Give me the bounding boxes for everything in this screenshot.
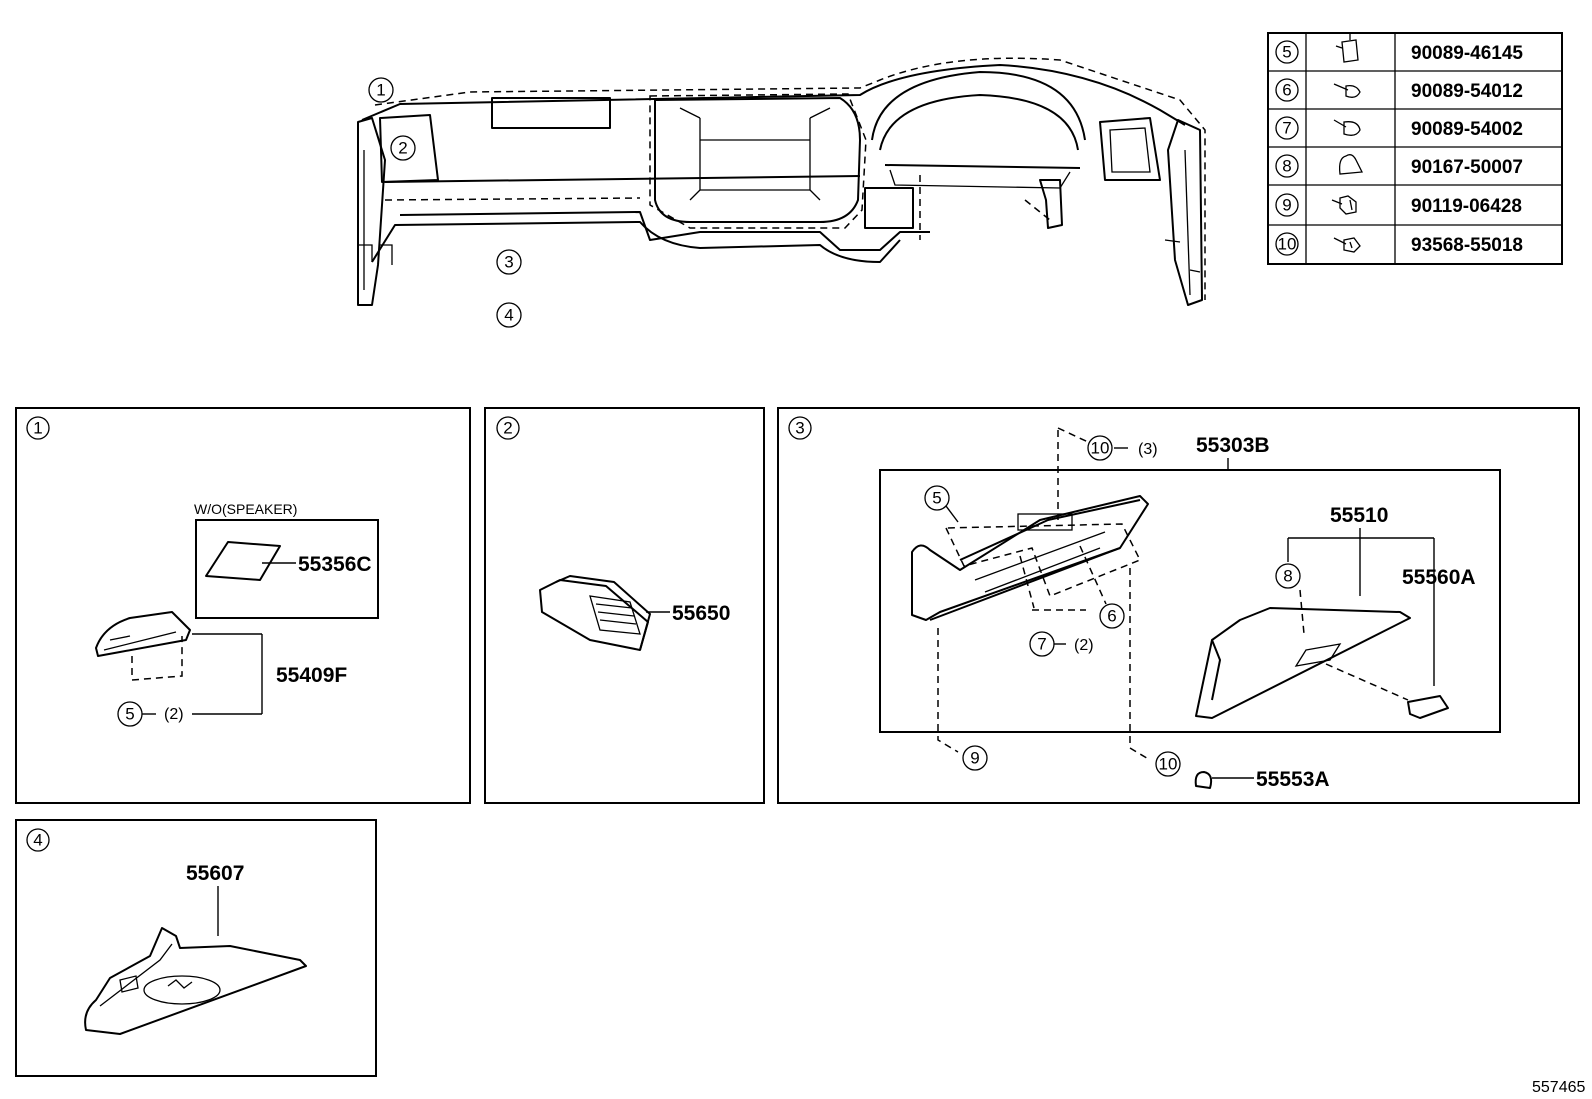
svg-text:90167-50007: 90167-50007 — [1411, 157, 1523, 178]
svg-text:10: 10 — [1159, 755, 1178, 774]
svg-text:3: 3 — [504, 253, 513, 272]
svg-text:10: 10 — [1091, 439, 1110, 458]
svg-text:55303B: 55303B — [1196, 434, 1270, 457]
side-vent — [539, 575, 651, 651]
push-clip-icon — [1338, 154, 1364, 175]
svg-text:4: 4 — [33, 831, 42, 850]
callout-3: 3 — [496, 249, 522, 275]
table-row: 7 90089-54002 — [1275, 116, 1523, 140]
screw-clip-icon — [1333, 119, 1361, 136]
panel-4: 4 55607 — [15, 819, 377, 1077]
fastener-table: 5 90089-46145 6 90089-54012 7 90089-5400… — [1267, 32, 1563, 265]
storage-tray — [84, 927, 307, 1035]
table-row: 8 90167-50007 — [1275, 154, 1523, 178]
svg-text:9: 9 — [1282, 196, 1291, 215]
svg-text:55607: 55607 — [186, 862, 244, 885]
svg-text:8: 8 — [1282, 157, 1291, 176]
svg-text:55553A: 55553A — [1256, 768, 1330, 791]
svg-text:55560A: 55560A — [1402, 566, 1476, 589]
tapping-screw-icon — [1333, 237, 1361, 253]
speaker-cover-sheet — [205, 541, 281, 581]
svg-text:9: 9 — [970, 749, 979, 768]
side-panel — [95, 611, 191, 657]
svg-text:5: 5 — [932, 489, 941, 508]
panel-1: 1 W/O(SPEAKER) 55356C 55409F 5 (2) — [15, 407, 471, 804]
panel-3: 3 55303B 10 (3) 5 6 7 (2) — [777, 407, 1580, 804]
glove-box-lock — [1407, 695, 1449, 719]
svg-text:3: 3 — [795, 419, 804, 438]
svg-text:7: 7 — [1037, 635, 1046, 654]
svg-text:(3): (3) — [1138, 441, 1158, 458]
svg-text:8: 8 — [1283, 567, 1292, 586]
svg-text:55356C: 55356C — [298, 553, 372, 576]
flange-screw-icon — [1331, 195, 1357, 215]
figure-id: 557465 — [1532, 1079, 1585, 1096]
svg-text:6: 6 — [1282, 81, 1291, 100]
hole-cap — [1194, 771, 1213, 789]
screw-clip-icon — [1333, 83, 1361, 98]
panel-2: 2 55650 — [484, 407, 765, 804]
svg-text:(2): (2) — [1074, 637, 1094, 654]
svg-text:(2): (2) — [164, 706, 184, 723]
glove-box-door — [1195, 607, 1411, 719]
callout-4: 4 — [496, 302, 522, 328]
table-row: 5 90089-46145 — [1275, 34, 1523, 64]
callout-1: 1 — [368, 77, 394, 103]
callout-2: 2 — [390, 135, 416, 161]
instrument-panel-overview: 1 2 3 4 — [357, 57, 1206, 328]
glove-box-housing — [911, 495, 1149, 621]
svg-text:55510: 55510 — [1330, 504, 1388, 527]
svg-text:W/O(SPEAKER): W/O(SPEAKER) — [194, 501, 297, 517]
svg-text:90089-54012: 90089-54012 — [1411, 81, 1523, 102]
glove-box-assembly-box — [879, 469, 1501, 733]
svg-text:93568-55018: 93568-55018 — [1411, 235, 1523, 256]
svg-text:90089-46145: 90089-46145 — [1411, 43, 1523, 64]
svg-text:1: 1 — [33, 419, 42, 438]
svg-text:5: 5 — [1282, 43, 1291, 62]
table-row: 9 90119-06428 — [1275, 193, 1522, 217]
svg-text:6: 6 — [1107, 607, 1116, 626]
clip-icon — [1335, 34, 1359, 63]
table-row: 6 90089-54012 — [1275, 78, 1523, 102]
table-row: 10 93568-55018 — [1275, 232, 1523, 256]
svg-text:90089-54002: 90089-54002 — [1411, 119, 1523, 140]
svg-text:55650: 55650 — [672, 602, 730, 625]
svg-text:10: 10 — [1278, 235, 1297, 254]
svg-text:2: 2 — [503, 419, 512, 438]
svg-text:55409F: 55409F — [276, 664, 347, 687]
svg-text:1: 1 — [376, 81, 385, 100]
svg-text:5: 5 — [125, 705, 134, 724]
svg-text:4: 4 — [504, 306, 513, 325]
wo-speaker-box — [195, 519, 379, 619]
svg-text:90119-06428: 90119-06428 — [1411, 196, 1522, 217]
svg-text:7: 7 — [1282, 119, 1291, 138]
svg-text:2: 2 — [398, 139, 407, 158]
